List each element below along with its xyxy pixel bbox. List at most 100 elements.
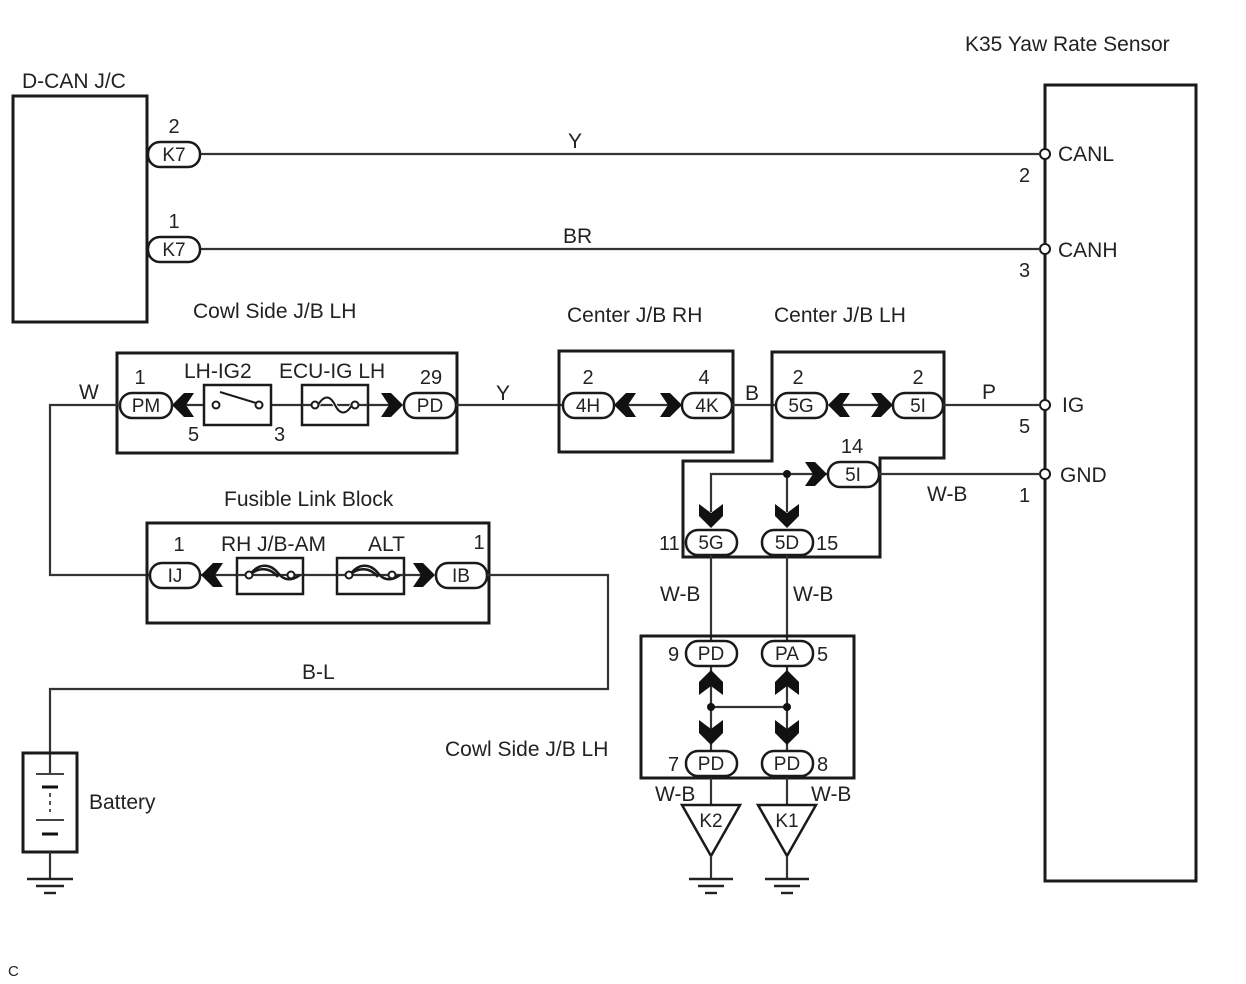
ground-point-k1: W-B K1	[755, 778, 851, 895]
terminal-canl-pin: 2	[1019, 165, 1030, 187]
connector-pd-7-code: PD	[698, 754, 724, 775]
arrow-left-icon	[614, 393, 636, 417]
relay-switch-arm	[219, 391, 257, 404]
connector-k7-top-code: K7	[162, 145, 185, 166]
connector-pm-code: PM	[132, 396, 161, 417]
connector-5g-top	[774, 391, 829, 420]
wire-canh-color: BR	[563, 225, 592, 248]
connector-5d-pin: 15	[816, 533, 838, 555]
yaw-rate-sensor: K35 Yaw Rate Sensor CANL 2 CANH 3 IG 5 G…	[965, 33, 1198, 883]
center-jb-rh: Center J/B RH 4H 2 4K 4	[557, 304, 735, 454]
wire-w-color: W	[79, 381, 99, 404]
ground-point-k2-triangle	[679, 803, 743, 859]
center-lh-box	[681, 350, 946, 559]
connector-5i-top-pin: 2	[912, 367, 923, 389]
connector-pa-5	[760, 639, 815, 668]
terminal-canl	[1039, 148, 1051, 160]
fusible-box	[145, 521, 491, 625]
wire-y-ig-color: Y	[496, 382, 510, 405]
center-rh-box	[557, 349, 735, 454]
connector-pd-29-code: PD	[417, 396, 443, 417]
arrow-right-icon	[413, 563, 435, 587]
connector-pd-8-pin: 8	[817, 754, 828, 776]
connector-pd-8-code: PD	[774, 754, 800, 775]
connector-4h-pin: 2	[582, 367, 593, 389]
dcan-jc-box	[11, 94, 149, 324]
cowl-side-jb-bottom: Cowl Side J/B LH PD 9 PA 5 PD 7 PD 8	[445, 634, 856, 780]
relay-pin-right: 3	[274, 424, 285, 446]
wire-bl	[48, 573, 610, 773]
arrow-right-icon	[660, 393, 682, 417]
wire-wb-gnd-color: W-B	[927, 483, 967, 506]
cowl-bottom-title: Cowl Side J/B LH	[445, 738, 608, 761]
wire-wb-k1-color: W-B	[811, 783, 851, 806]
cowl-bottom-box	[639, 634, 856, 780]
connector-ij	[148, 561, 202, 590]
arrow-right-icon	[381, 393, 403, 417]
connector-pd-9	[684, 639, 739, 668]
arrow-down-icon	[699, 720, 723, 745]
fuse-ecu-ig-symbol	[317, 396, 353, 414]
connector-pd-7-pin: 7	[668, 754, 679, 776]
connector-4h-code: 4H	[576, 396, 600, 417]
center-rh-title: Center J/B RH	[567, 304, 702, 327]
wire-canl-color: Y	[568, 130, 582, 153]
wire-wb-right-color: W-B	[793, 583, 833, 606]
relay-contact-left	[211, 400, 221, 410]
arrow-up-icon	[699, 670, 723, 695]
arrow-left-icon	[201, 563, 223, 587]
connector-5i-mid-code: 5I	[845, 465, 861, 486]
battery: Battery	[21, 751, 156, 895]
arrow-up-icon	[775, 670, 799, 695]
connector-4k-pin: 4	[698, 367, 709, 389]
ground-point-k2: W-B K2	[655, 778, 743, 895]
terminal-canh-pin: 3	[1019, 260, 1030, 282]
junction-dot	[783, 470, 791, 478]
connector-ij-code: IJ	[168, 566, 183, 587]
arrow-right-icon	[871, 393, 893, 417]
relay-pin-left: 5	[188, 424, 199, 446]
sensor-title: K35 Yaw Rate Sensor	[965, 33, 1170, 56]
connector-ij-pin: 1	[173, 534, 184, 556]
arrow-down-icon	[775, 720, 799, 745]
wire-wb-k2-color: W-B	[655, 783, 695, 806]
connector-k7-bottom	[146, 235, 202, 264]
terminal-ig	[1039, 399, 1051, 411]
arrow-down-icon	[699, 504, 723, 528]
connector-pd-7	[684, 749, 739, 778]
connector-5i-top-code: 5I	[910, 396, 926, 417]
connector-5i-mid-pin: 14	[841, 436, 863, 458]
ground-point-k1-code: K1	[775, 811, 798, 832]
center-lh-title: Center J/B LH	[774, 304, 906, 327]
terminal-gnd-pin: 1	[1019, 485, 1030, 507]
relay-label: LH-IG2	[184, 360, 252, 383]
terminal-ig-label: IG	[1062, 394, 1084, 417]
connector-pd-29-pin: 29	[420, 367, 442, 389]
junction-dot	[783, 703, 791, 711]
relay-contact-right	[254, 400, 264, 410]
dcan-jc: D-CAN J/C	[11, 70, 149, 324]
connector-5g-bottom-pin: 11	[659, 533, 680, 555]
battery-label: Battery	[89, 791, 156, 814]
center-jb-lh: Center J/B LH 5G 2 5I 2 5I 14 5G 11 5D 1…	[659, 304, 946, 559]
arrow-down-icon	[775, 504, 799, 528]
connector-5g-top-code: 5G	[788, 396, 813, 417]
terminal-gnd-label: GND	[1060, 464, 1107, 487]
arrow-right-icon	[805, 462, 827, 486]
connector-4k-code: 4K	[695, 396, 719, 417]
connector-pd-9-pin: 9	[668, 644, 679, 666]
connector-pd-8	[760, 749, 815, 778]
connector-ib-code: IB	[452, 566, 470, 587]
wire-wb-left-color: W-B	[660, 583, 700, 606]
fuse-ecu-ig-label: ECU-IG LH	[279, 360, 385, 383]
cowl-top-title: Cowl Side J/B LH	[193, 300, 356, 323]
wire-p-color: P	[982, 381, 996, 404]
fusible-link-alt-label: ALT	[368, 533, 405, 556]
connector-5g-bottom-code: 5G	[698, 533, 723, 554]
connector-pd-9-code: PD	[698, 644, 724, 665]
terminal-canl-label: CANL	[1058, 143, 1114, 166]
terminal-gnd	[1039, 468, 1051, 480]
ground-point-k2-code: K2	[699, 811, 722, 832]
connector-4h	[561, 391, 616, 420]
